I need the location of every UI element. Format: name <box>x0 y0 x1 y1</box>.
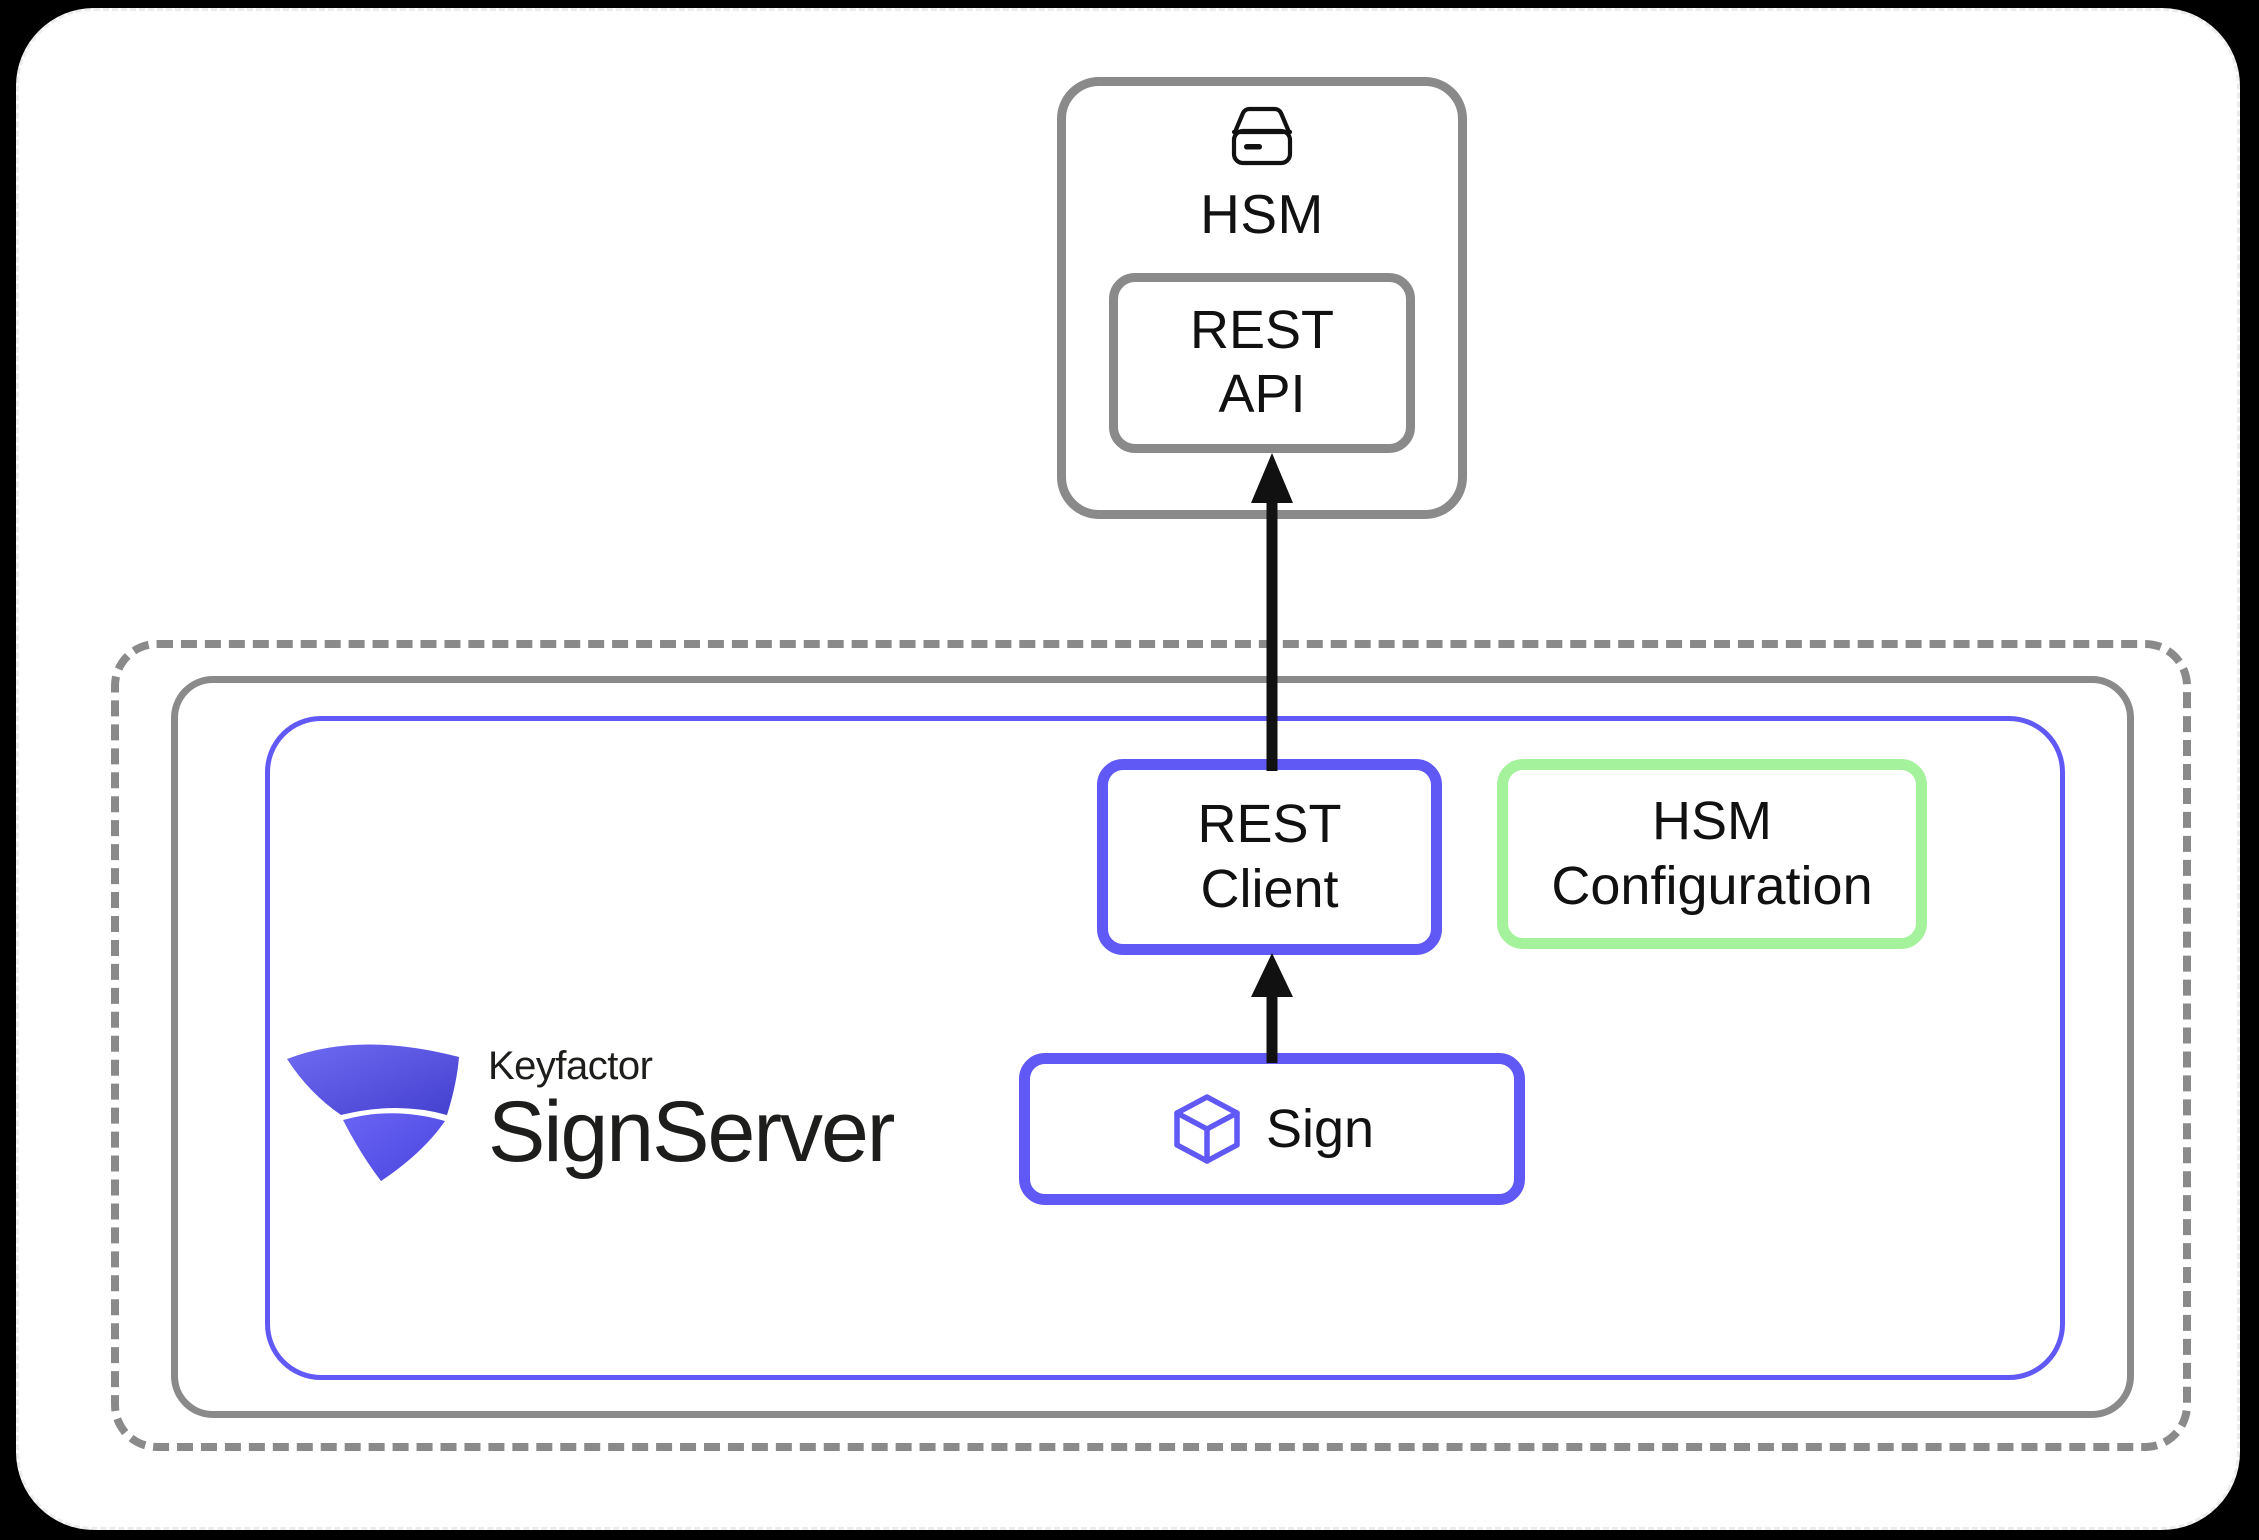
rest-client-label: REST Client <box>1197 792 1341 922</box>
arrow-sign-to-rest-client <box>1245 951 1299 1063</box>
cube-icon <box>1170 1092 1244 1166</box>
hsm-appliance-icon <box>1225 106 1299 168</box>
rest-api-box[interactable]: REST API <box>1109 273 1415 453</box>
sign-box[interactable]: Sign <box>1019 1053 1525 1205</box>
rest-client-line2: Client <box>1200 859 1339 919</box>
deployment-boundary-dashed <box>111 640 2191 1451</box>
signserver-product-label: SignServer <box>488 1083 895 1180</box>
host-container-solid <box>171 676 2134 1418</box>
hsm-container[interactable]: HSM <box>1057 77 1467 519</box>
hsm-label: HSM <box>1200 183 1324 245</box>
hsm-configuration-label: HSM Configuration <box>1551 789 1872 919</box>
sign-label: Sign <box>1265 1099 1375 1159</box>
keyfactor-fan-logo <box>281 1035 466 1185</box>
rest-api-line2: API <box>1218 364 1306 424</box>
hsm-configuration-box[interactable]: HSM Configuration <box>1497 759 1927 949</box>
rest-client-line1: REST <box>1197 794 1342 855</box>
hsm-configuration-line2: Configuration <box>1551 856 1873 916</box>
diagram-card: HSM REST API <box>16 8 2240 1530</box>
keyfactor-brand-label: Keyfactor <box>488 1043 653 1088</box>
hsm-configuration-line1: HSM <box>1652 791 1772 852</box>
rest-api-line1: REST <box>1189 300 1335 361</box>
signserver-application-container <box>265 716 2065 1380</box>
rest-api-label: REST API <box>1190 299 1334 426</box>
signserver-logo: Keyfactor SignServer <box>281 1025 961 1195</box>
arrow-rest-client-to-rest-api <box>1245 451 1299 771</box>
rest-client-box[interactable]: REST Client <box>1097 759 1442 955</box>
signserver-logo-text: Keyfactor SignServer <box>488 1043 895 1180</box>
